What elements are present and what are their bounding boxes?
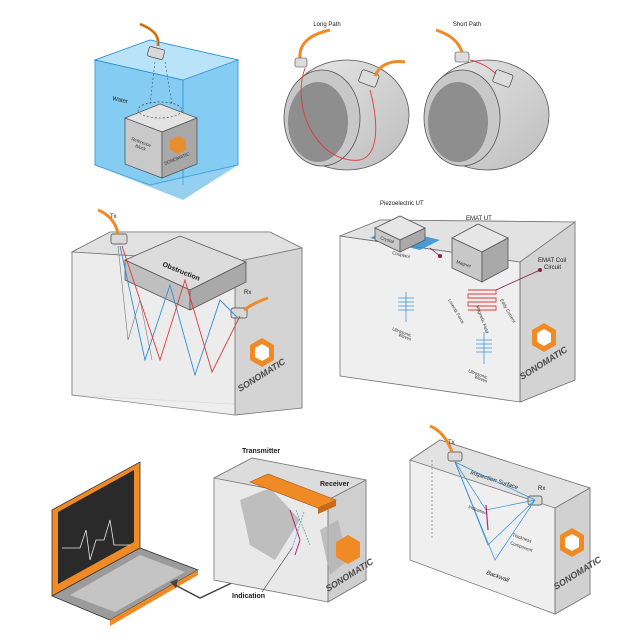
laptop [51, 461, 199, 626]
ut-waves-label-2: Waves [398, 332, 413, 342]
ut-waves-label-1: Ultrasonic [392, 326, 413, 338]
emat-label: EMAT UT [466, 216, 492, 222]
water-label: Water [112, 96, 129, 105]
thickness-label: Thickness [512, 532, 533, 544]
reference-block-label-1: Reference [131, 136, 153, 148]
rx-label: Rx [244, 290, 251, 296]
tofd-indication-label: Indication [468, 504, 488, 515]
reference-block-label-2: Block [135, 143, 148, 152]
short-path-label: Short Path [453, 22, 481, 28]
panel-laptop-phased: Transmitter Receiver Indication SONOMATI… [51, 448, 376, 626]
tx-label: Tx [110, 214, 117, 220]
tofd-tx-label: Tx [448, 440, 455, 446]
panel-tofd: Tx Rx Inspection Surface Indication Comp… [409, 424, 604, 615]
tofd-rx-label: Rx [538, 486, 545, 492]
panel-immersion-tank: Water Reference Block SONOMATIC [93, 22, 240, 200]
ring-short-path [423, 28, 550, 171]
ring-long-path [283, 28, 410, 171]
ut-waves-b-label-2: Waves [474, 374, 489, 384]
panel-obstruction: Obstruction Tx Rx SONOMATIC [70, 208, 304, 416]
transmitter-label: Transmitter [242, 448, 280, 455]
panel-piezo-emat: Crystal Couplant Piezoelectric UT Magnet… [338, 201, 577, 403]
emat-coil-label-1: EMAT Coil [538, 258, 566, 264]
indication-label: Indication [232, 593, 265, 600]
receiver-label: Receiver [320, 481, 349, 488]
emat-coil-label-2: Circuit [544, 265, 561, 271]
magnet-label: Magnet [456, 259, 473, 269]
couplant-label: Couplant [392, 250, 411, 259]
crystal-label: Crystal [380, 235, 395, 244]
ut-waves-b-label-1: Ultrasonic [468, 368, 489, 380]
panel-pipe-paths: Long Path Short Path [283, 22, 550, 171]
long-path-label: Long Path [313, 22, 340, 28]
piezo-label: Piezoelectric UT [380, 201, 424, 207]
